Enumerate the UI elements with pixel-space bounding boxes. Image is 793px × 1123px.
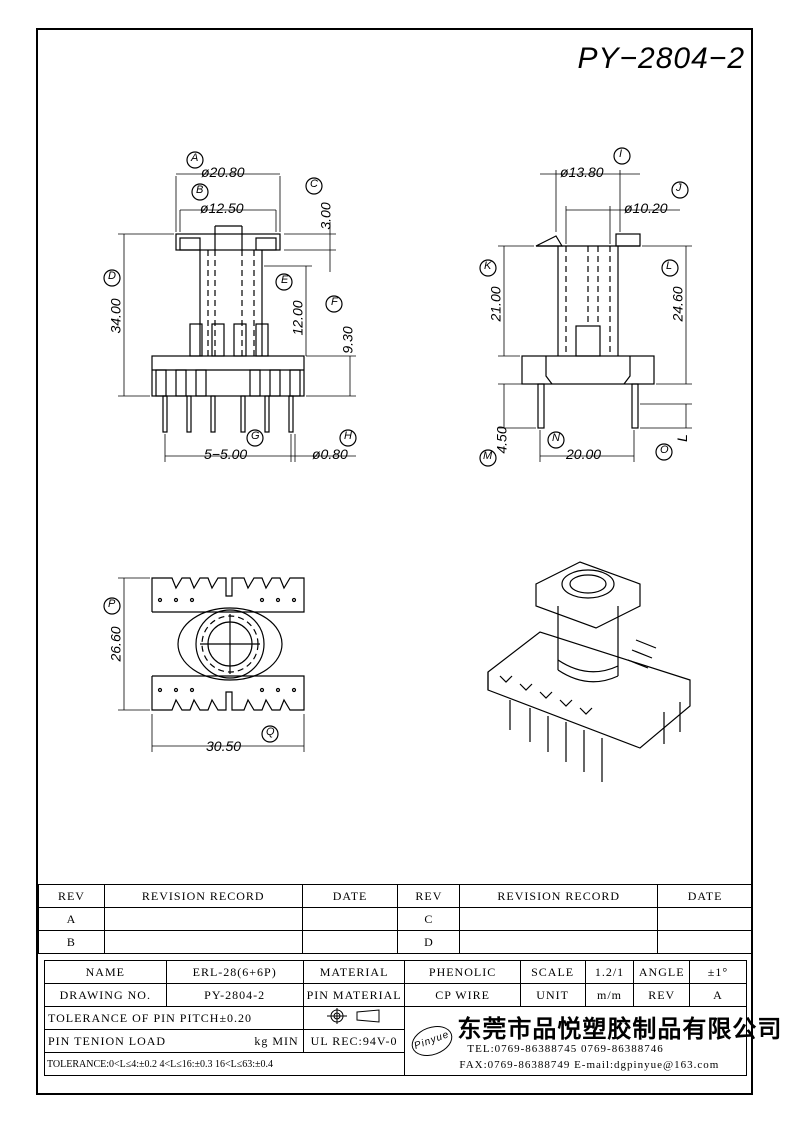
dim-j-value: ø10.20 bbox=[624, 200, 668, 216]
dim-o-value: L bbox=[673, 434, 690, 442]
bubble-e: E bbox=[281, 274, 289, 286]
bubble-i: I bbox=[619, 148, 623, 160]
isometric-view bbox=[487, 561, 691, 782]
name-label: NAME bbox=[44, 960, 167, 984]
drawing-no-label: DRAWING NO. bbox=[44, 983, 167, 1007]
drawing-number-title: PY−2804−2 bbox=[577, 42, 745, 75]
pinyue-logo: Pinyue bbox=[407, 1020, 457, 1062]
company-tel: TEL:0769-86388745 0769-86388746 bbox=[467, 1043, 664, 1055]
pin-material-value: CP WIRE bbox=[404, 983, 521, 1007]
revision-header-row: REV REVISION RECORD DATE REV REVISION RE… bbox=[38, 884, 753, 908]
scale-value: 1.2/1 bbox=[584, 960, 635, 984]
angle-value: ±1° bbox=[688, 960, 748, 984]
table-row: B D bbox=[38, 930, 753, 954]
front-view bbox=[103, 151, 357, 462]
date-header: DATE bbox=[301, 884, 399, 908]
bubble-c: C bbox=[310, 178, 318, 190]
bubble-q: Q bbox=[266, 726, 275, 738]
pin-tension-label: PIN TENION LOAD bbox=[44, 1029, 167, 1053]
bottom-view bbox=[103, 577, 305, 752]
dim-n-value: 20.00 bbox=[566, 446, 602, 462]
table-row: A C bbox=[38, 907, 753, 931]
bubble-f: F bbox=[331, 296, 338, 308]
side-view bbox=[479, 147, 692, 467]
dim-l-value: 24.60 bbox=[669, 286, 686, 322]
title-block-table: NAME ERL-28(6+6P) MATERIAL PHENOLIC SCAL… bbox=[43, 960, 781, 1076]
dim-g-value: 5−5.00 bbox=[204, 446, 248, 462]
company-block: Pinyue 东莞市品悦塑胶制品有限公司 TEL:0769-86388745 0… bbox=[404, 1006, 781, 1076]
bubble-b: B bbox=[196, 184, 204, 196]
dim-c-value: 3.00 bbox=[317, 202, 334, 230]
dim-q-value: 30.50 bbox=[206, 738, 242, 754]
dim-p-value: 26.60 bbox=[107, 626, 124, 662]
bubble-a: A bbox=[191, 152, 199, 164]
bubble-p: P bbox=[108, 598, 116, 610]
unit-value: m/m bbox=[584, 983, 635, 1007]
dim-k-value: 21.00 bbox=[487, 286, 504, 322]
rev-cell: D bbox=[397, 930, 461, 954]
tolerance-line: TOLERANCE:0<L≤4:±0.2 4<L≤16:±0.3 16<L≤63… bbox=[43, 1052, 406, 1076]
front-pins bbox=[162, 395, 294, 433]
side-base bbox=[521, 355, 655, 385]
company-name: 东莞市品悦塑胶制品有限公司 bbox=[457, 1015, 783, 1043]
bubble-o: O bbox=[660, 444, 669, 456]
bubble-k: K bbox=[484, 260, 492, 272]
dim-e-value: 12.00 bbox=[289, 300, 306, 336]
rev-cell: C bbox=[397, 907, 461, 931]
pin-pitch-tolerance: TOLERANCE OF PIN PITCH±0.20 bbox=[44, 1006, 304, 1030]
front-base bbox=[151, 355, 305, 397]
drawing-no-value: PY-2804-2 bbox=[165, 983, 304, 1007]
dim-i-value: ø13.80 bbox=[560, 164, 604, 180]
date-header-right: DATE bbox=[657, 884, 753, 908]
ul-rec: UL REC:94V-0 bbox=[302, 1029, 406, 1053]
bubble-m: M bbox=[483, 450, 493, 462]
angle-label: ANGLE bbox=[633, 960, 690, 984]
drawing-sheet bbox=[36, 28, 753, 1095]
pin-material-label: PIN MATERIAL bbox=[302, 983, 406, 1007]
bubble-g: G bbox=[251, 430, 260, 442]
record-header-right: REVISION RECORD bbox=[459, 884, 659, 908]
company-fax: FAX:0769-86388749 E-mail:dgpinyue@163.co… bbox=[459, 1059, 720, 1071]
dim-m-value: 4.50 bbox=[493, 426, 510, 454]
rev-header-right: REV bbox=[397, 884, 461, 908]
name-value: ERL-28(6+6P) bbox=[165, 960, 304, 984]
dim-b-value: ø12.50 bbox=[200, 200, 244, 216]
bubble-n: N bbox=[552, 432, 560, 444]
material-label: MATERIAL bbox=[302, 960, 406, 984]
pin-tension-unit: kg MIN bbox=[166, 1029, 304, 1053]
dim-h-value: ø0.80 bbox=[312, 446, 348, 462]
projection-icon bbox=[327, 1008, 380, 1024]
record-header: REVISION RECORD bbox=[103, 884, 303, 908]
scale-label: SCALE bbox=[519, 960, 586, 984]
rev-header: REV bbox=[38, 884, 105, 908]
bubble-l: L bbox=[666, 260, 673, 272]
revision-table: REV REVISION RECORD DATE REV REVISION RE… bbox=[38, 884, 753, 954]
bubble-j: J bbox=[676, 182, 682, 194]
rev-value: A bbox=[688, 983, 748, 1007]
projection-symbol bbox=[302, 1006, 406, 1030]
unit-label: UNIT bbox=[519, 983, 586, 1007]
technical-drawing bbox=[103, 147, 692, 782]
bubble-h: H bbox=[344, 430, 352, 442]
rev-label: REV bbox=[633, 983, 690, 1007]
front-top-flange bbox=[175, 233, 281, 251]
material-value: PHENOLIC bbox=[404, 960, 521, 984]
dim-d-value: 34.00 bbox=[107, 298, 124, 334]
rev-cell: A bbox=[38, 907, 105, 931]
dim-f-value: 9.30 bbox=[339, 326, 356, 354]
dim-a-value: ø20.80 bbox=[201, 164, 245, 180]
bubble-d: D bbox=[108, 270, 116, 282]
rev-cell: B bbox=[38, 930, 105, 954]
